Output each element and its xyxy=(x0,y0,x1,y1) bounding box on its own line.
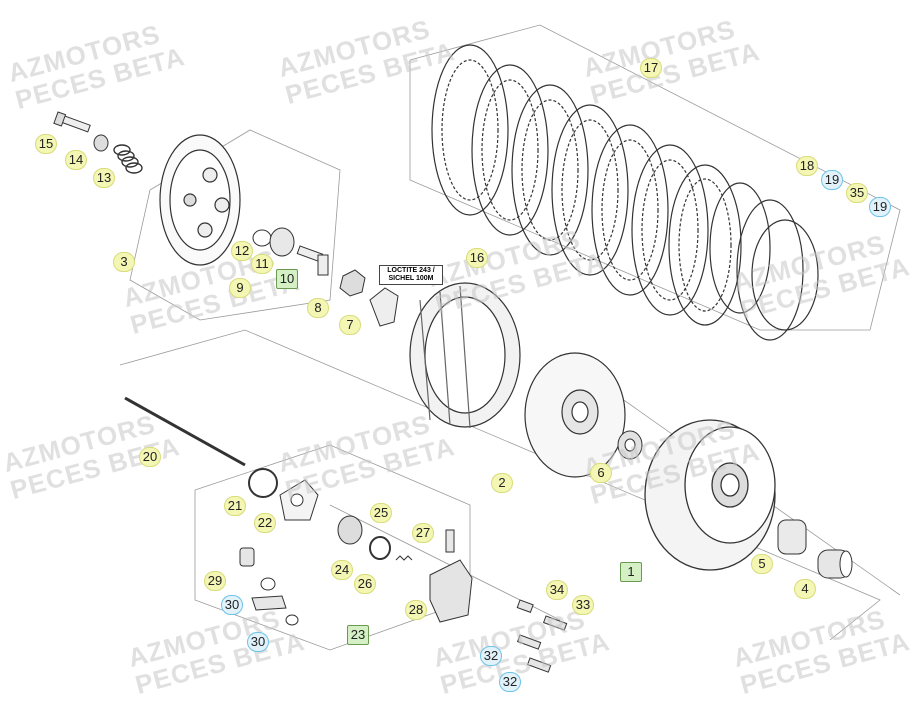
callout-10[interactable]: 10 xyxy=(276,269,298,289)
callout-29[interactable]: 29 xyxy=(204,571,226,591)
callout-20[interactable]: 20 xyxy=(139,447,161,467)
callout-1[interactable]: 1 xyxy=(620,562,642,582)
callout-21[interactable]: 21 xyxy=(224,496,246,516)
callout-2[interactable]: 2 xyxy=(491,473,513,493)
callout-33[interactable]: 33 xyxy=(572,595,594,615)
needle-bearing-5 xyxy=(777,519,807,555)
bearing-11 xyxy=(269,227,295,257)
note-line1: LOCTITE 243 / xyxy=(387,267,435,274)
bush-4 xyxy=(817,549,853,579)
inner-hub xyxy=(524,352,626,478)
nut-8 xyxy=(339,269,366,297)
pushrod-10 xyxy=(296,245,329,276)
callout-8[interactable]: 8 xyxy=(307,298,329,318)
callout-3[interactable]: 3 xyxy=(113,252,135,272)
callout-23[interactable]: 23 xyxy=(347,625,369,645)
callout-32[interactable]: 32 xyxy=(480,646,502,666)
screw-15 xyxy=(53,111,91,133)
callout-7[interactable]: 7 xyxy=(339,315,361,335)
callout-30[interactable]: 30 xyxy=(247,632,269,652)
banjo-fitting xyxy=(239,547,299,626)
gasket-22 xyxy=(279,479,319,521)
clutch-disc-stack xyxy=(431,44,819,341)
callout-35[interactable]: 35 xyxy=(846,183,868,203)
o-ring-25 xyxy=(369,536,391,560)
frame-bottom-group xyxy=(194,444,471,651)
clutch-housing xyxy=(644,419,776,571)
callout-22[interactable]: 22 xyxy=(254,513,276,533)
callout-17[interactable]: 17 xyxy=(640,58,662,78)
lock-washer-7 xyxy=(369,287,399,327)
callout-18[interactable]: 18 xyxy=(796,156,818,176)
callout-11[interactable]: 11 xyxy=(251,254,273,274)
pressure-plate xyxy=(159,134,241,266)
push-rod-20 xyxy=(124,396,246,467)
callout-16[interactable]: 16 xyxy=(466,248,488,268)
callout-32[interactable]: 32 xyxy=(499,672,521,692)
callout-28[interactable]: 28 xyxy=(405,600,427,620)
callout-14[interactable]: 14 xyxy=(65,150,87,170)
spring-26 xyxy=(395,555,413,561)
spring-13 xyxy=(113,144,143,174)
circlip-12 xyxy=(252,229,272,247)
callout-30[interactable]: 30 xyxy=(221,595,243,615)
callout-6[interactable]: 6 xyxy=(590,463,612,483)
slave-body-28 xyxy=(429,559,473,623)
callout-19[interactable]: 19 xyxy=(821,170,843,190)
callout-15[interactable]: 15 xyxy=(35,134,57,154)
screws-32-33-34 xyxy=(516,599,568,673)
loctite-note: LOCTITE 243 / SICHEL 100M xyxy=(379,265,443,285)
washer-14 xyxy=(93,134,109,152)
note-line2: SICHEL 100M xyxy=(388,275,434,282)
callout-5[interactable]: 5 xyxy=(751,554,773,574)
assembled-disc-pack xyxy=(409,282,521,429)
callout-9[interactable]: 9 xyxy=(229,278,251,298)
bleeder-27 xyxy=(445,529,455,553)
frame-left-group xyxy=(129,129,341,321)
callout-26[interactable]: 26 xyxy=(354,574,376,594)
callout-27[interactable]: 27 xyxy=(412,523,434,543)
frame-disc-stack xyxy=(409,24,901,331)
callout-13[interactable]: 13 xyxy=(93,168,115,188)
o-ring-21 xyxy=(248,468,278,498)
callout-12[interactable]: 12 xyxy=(231,241,253,261)
callout-19[interactable]: 19 xyxy=(869,197,891,217)
callout-4[interactable]: 4 xyxy=(794,579,816,599)
callout-34[interactable]: 34 xyxy=(546,580,568,600)
callout-24[interactable]: 24 xyxy=(331,560,353,580)
callout-25[interactable]: 25 xyxy=(370,503,392,523)
slave-piston-24 xyxy=(337,515,363,545)
